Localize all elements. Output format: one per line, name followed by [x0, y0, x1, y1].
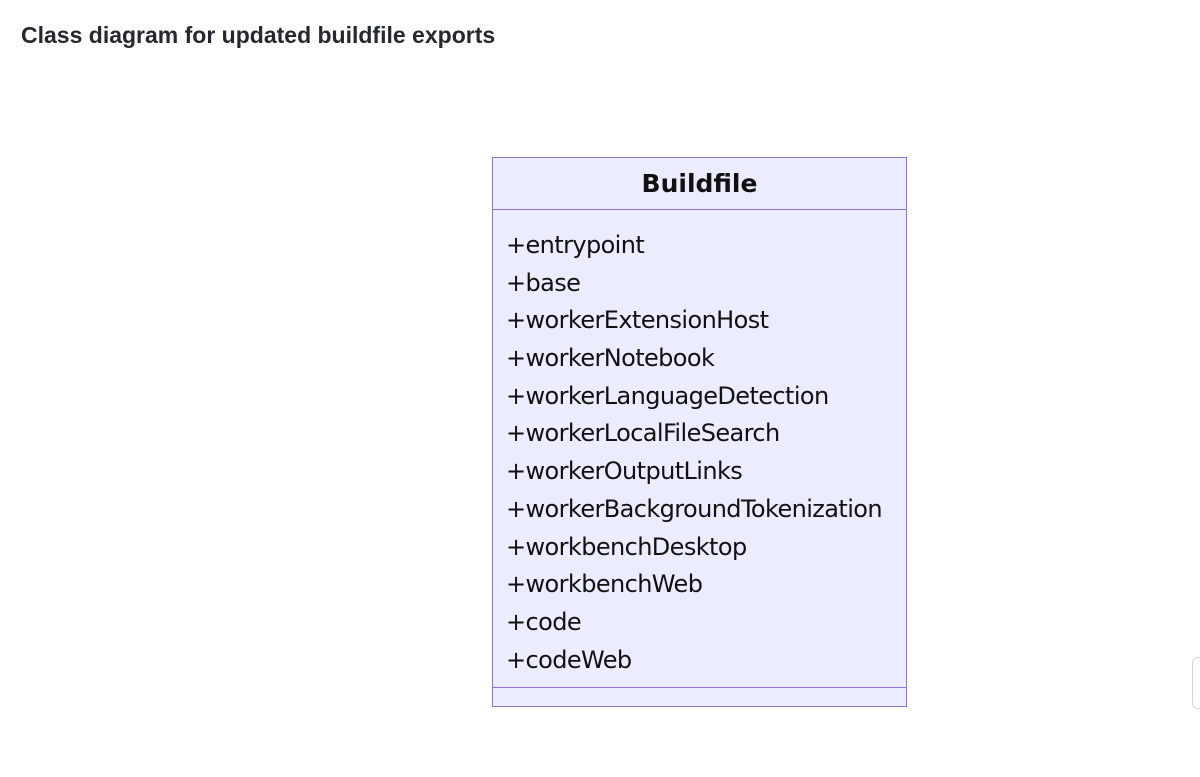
class-member: +workerExtensionHost	[506, 306, 769, 335]
page-title: Class diagram for updated buildfile expo…	[21, 22, 496, 48]
class-member: +workerNotebook	[506, 344, 715, 373]
class-member: +code	[506, 607, 582, 636]
scroll-edge-handle[interactable]	[1192, 657, 1200, 709]
class-member: +entrypoint	[506, 231, 645, 259]
class-member: +workerLocalFileSearch	[506, 419, 780, 448]
class-member: +workerLanguageDetection	[506, 381, 829, 410]
class-member: +workerOutputLinks	[506, 457, 743, 486]
class-member: +workerBackgroundTokenization	[506, 494, 883, 523]
class-member: +workbenchWeb	[506, 570, 703, 599]
class-member: +base	[506, 268, 581, 297]
class-member: +workbenchDesktop	[506, 532, 747, 561]
class-name: Buildfile	[493, 158, 906, 210]
class-buildfile: Buildfile +entrypoint +base +workerExten…	[492, 157, 907, 707]
class-methods-compartment	[493, 688, 906, 705]
class-member: +codeWeb	[506, 645, 632, 674]
class-members: +entrypoint +base +workerExtensionHost +…	[493, 210, 906, 688]
